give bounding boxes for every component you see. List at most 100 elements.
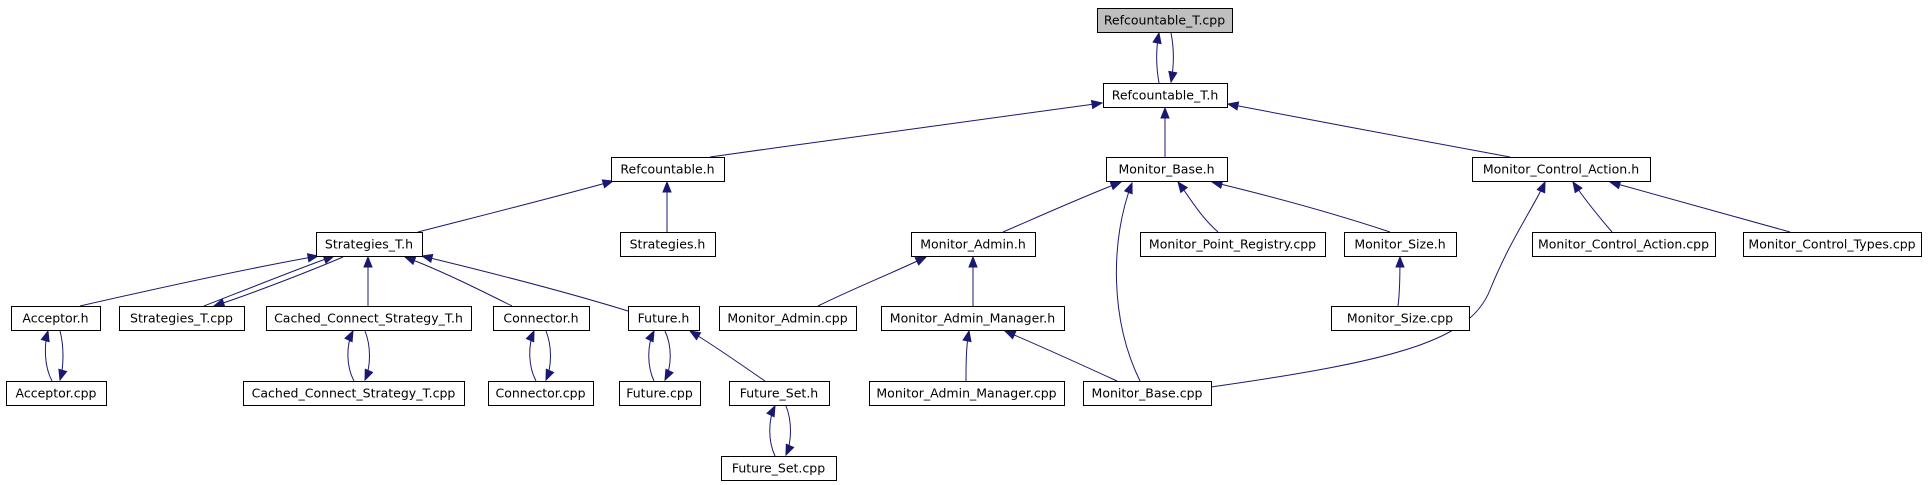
arrowhead: [525, 329, 535, 343]
node-label: Refcountable.h: [620, 162, 714, 177]
node-box: [719, 306, 857, 331]
node-box: [628, 306, 700, 331]
edge-line: [421, 255, 629, 312]
arrowhead: [1572, 180, 1583, 194]
arrowhead: [785, 443, 795, 457]
node-box: [488, 381, 594, 406]
edge-line: [1004, 330, 1118, 382]
edge-line: [1609, 181, 1791, 233]
edge-future_set_h-to-future_set_cpp: [785, 405, 795, 457]
node-cached-connect-strategy-t-cpp[interactable]: Cached_Connect_Strategy_T.cpp: [243, 381, 465, 406]
node-connector-h[interactable]: Connector.h: [493, 306, 590, 331]
arrowhead: [662, 180, 672, 193]
node-strategies-t-h[interactable]: Strategies_T.h: [316, 232, 423, 257]
node-connector-cpp[interactable]: Connector.cpp: [488, 381, 594, 406]
node-label: Monitor_Size.cpp: [1347, 311, 1453, 326]
node-label: Strategies.h: [630, 237, 706, 252]
node-acceptor-h[interactable]: Acceptor.h: [11, 306, 101, 331]
arrowhead: [1160, 106, 1170, 119]
node-refcountable-t-cpp: Refcountable_T.cpp: [1097, 8, 1233, 33]
node-label: Strategies_T.cpp: [130, 311, 233, 326]
node-label: Strategies_T.h: [325, 237, 413, 252]
node-monitor-size-h[interactable]: Monitor_Size.h: [1344, 232, 1457, 257]
node-future-set-cpp[interactable]: Future_Set.cpp: [721, 456, 837, 481]
edge-line: [404, 256, 513, 307]
node-box: [6, 381, 107, 406]
arrowhead: [1177, 180, 1189, 194]
node-monitor-base-h[interactable]: Monitor_Base.h: [1106, 157, 1228, 182]
arrowhead: [601, 179, 615, 189]
edge-line: [817, 256, 927, 307]
node-refcountable-h[interactable]: Refcountable.h: [611, 157, 725, 182]
node-monitor-admin-cpp[interactable]: Monitor_Admin.cpp: [719, 306, 857, 331]
node-label: Refcountable_T.cpp: [1104, 13, 1225, 28]
edge-line: [689, 330, 766, 382]
node-monitor-control-action-h[interactable]: Monitor_Control_Action.h: [1472, 157, 1651, 182]
node-cached-connect-strategy-t-h[interactable]: Cached_Connect_Strategy_T.h: [266, 306, 472, 331]
node-box: [1472, 157, 1651, 182]
node-label: Monitor_Admin_Manager.cpp: [876, 386, 1056, 401]
edge-line: [1211, 181, 1391, 233]
node-label: Monitor_Admin.cpp: [727, 311, 847, 326]
arrowhead: [914, 256, 928, 266]
node-box: [1344, 232, 1457, 257]
node-monitor-admin-h[interactable]: Monitor_Admin.h: [911, 232, 1036, 257]
node-box: [493, 306, 590, 331]
edge-cached_connect_strategy_t_h-to-cached_connect_strategy_t_cpp: [364, 330, 374, 382]
node-label: Cached_Connect_Strategy_T.cpp: [252, 386, 456, 401]
arrowhead: [363, 255, 373, 268]
edge-line: [79, 255, 319, 307]
edge-acceptor_h-to-strategies_t_h: [79, 253, 320, 307]
edge-monitor_base_cpp-to-monitor_control_action_h: [1210, 180, 1546, 388]
node-monitor-control-action-cpp[interactable]: Monitor_Control_Action.cpp: [1532, 232, 1716, 257]
edge-connector_h-to-strategies_t_h: [403, 256, 513, 307]
node-box: [1532, 232, 1716, 257]
node-label: Monitor_Control_Types.cpp: [1748, 237, 1915, 252]
node-box: [620, 232, 716, 257]
node-future-cpp[interactable]: Future.cpp: [619, 381, 701, 406]
arrowhead: [1152, 31, 1162, 45]
node-label: Acceptor.cpp: [16, 386, 97, 401]
node-monitor-base-cpp[interactable]: Monitor_Base.cpp: [1083, 381, 1212, 406]
node-monitor-admin-manager-cpp[interactable]: Monitor_Admin_Manager.cpp: [869, 381, 1065, 406]
arrowhead: [766, 404, 776, 418]
node-box: [119, 306, 245, 331]
node-strategies-h[interactable]: Strategies.h: [620, 232, 716, 257]
node-label: Monitor_Size.h: [1354, 237, 1445, 252]
node-box: [1140, 232, 1326, 257]
arrowhead: [645, 329, 655, 343]
node-box: [1106, 157, 1228, 182]
edge-monitor_admin_manager_cpp-to-monitor_admin_manager_h: [962, 329, 972, 382]
node-monitor-admin-manager-h[interactable]: Monitor_Admin_Manager.h: [881, 306, 1065, 331]
node-box: [1097, 8, 1233, 33]
arrowhead: [688, 330, 702, 341]
edge-line: [213, 256, 344, 307]
node-acceptor-cpp[interactable]: Acceptor.cpp: [6, 381, 107, 406]
node-box: [266, 306, 472, 331]
node-future-h[interactable]: Future.h: [628, 306, 700, 331]
node-box: [1103, 83, 1228, 108]
arrowhead: [664, 368, 674, 382]
node-box: [721, 456, 837, 481]
node-strategies-t-cpp[interactable]: Strategies_T.cpp: [119, 306, 245, 331]
node-refcountable-t-h[interactable]: Refcountable_T.h: [1103, 83, 1228, 108]
node-future-set-h[interactable]: Future_Set.h: [729, 381, 830, 406]
edge-acceptor_cpp-to-acceptor_h: [40, 329, 53, 382]
node-monitor-control-types-cpp[interactable]: Monitor_Control_Types.cpp: [1743, 232, 1922, 257]
edge-line: [203, 255, 335, 307]
edge-monitor_admin_h-to-monitor_base_h: [1002, 181, 1123, 233]
node-monitor-size-cpp[interactable]: Monitor_Size.cpp: [1331, 306, 1470, 331]
edges-layer: [40, 31, 1791, 457]
node-box: [881, 306, 1065, 331]
edge-monitor_point_registry_cpp-to-monitor_base_h: [1177, 180, 1219, 233]
edge-future_set_h-to-future_h: [688, 330, 766, 382]
arrowhead: [1109, 181, 1123, 191]
node-label: Connector.h: [503, 311, 578, 326]
node-label: Monitor_Admin.h: [920, 237, 1026, 252]
node-label: Future_Set.h: [740, 386, 818, 401]
node-monitor-point-registry-cpp[interactable]: Monitor_Point_Registry.cpp: [1140, 232, 1326, 257]
edge-monitor_base_h-to-refcountable_t_h: [1160, 106, 1170, 157]
node-box: [619, 381, 701, 406]
node-label: Future_Set.cpp: [732, 461, 825, 476]
